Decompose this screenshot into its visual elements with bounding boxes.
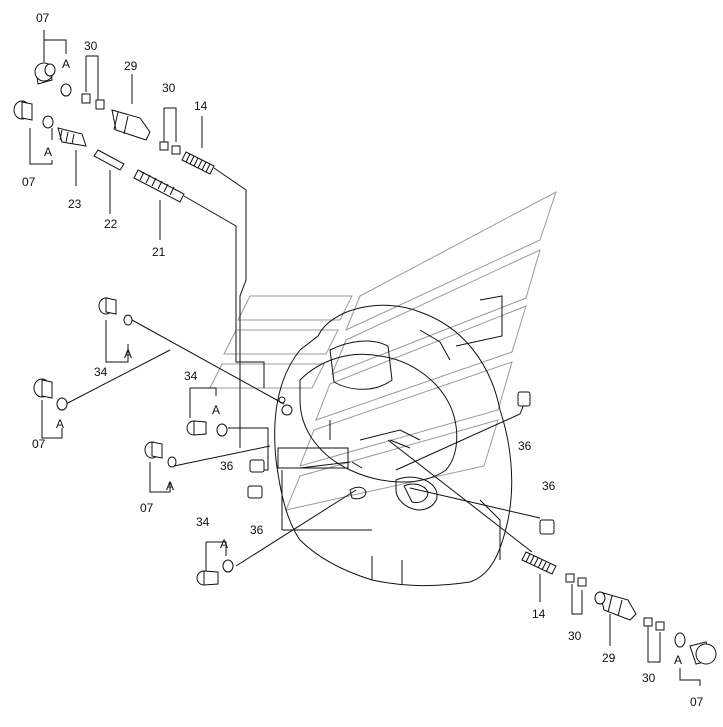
part-pin-22 (93, 149, 125, 171)
part-plug-07-mid (98, 297, 117, 315)
part-spring-14-bottom (521, 551, 557, 575)
callout-a-mid: A (124, 347, 132, 361)
callout-29-top: 29 (124, 59, 138, 73)
callout-a-34-mid: A (212, 403, 220, 417)
callout-22: 22 (104, 217, 118, 231)
leader-lines (61, 167, 541, 567)
part-plug-07-left-lower (33, 378, 53, 399)
callout-a-left-lower: A (56, 417, 64, 431)
part-spring-14-top (181, 151, 215, 175)
callout-36-lower: 36 (250, 523, 264, 537)
callout-a-34-bottom: A (220, 537, 228, 551)
callout-34-mid: 34 (184, 369, 198, 383)
part-spool-29-bottom (594, 591, 637, 621)
part-oring-a-lower (167, 456, 177, 468)
callout-30-top-right: 30 (162, 81, 176, 95)
callout-34-mid-left: 34 (94, 365, 108, 379)
part-plug-34-bottom (196, 570, 219, 586)
part-seal-36-b (247, 485, 263, 499)
part-seal-30-top-left (81, 93, 105, 110)
part-oring-a-34-mid (216, 423, 228, 437)
callout-07-left-lower: 07 (32, 437, 46, 451)
part-spool-23 (57, 127, 87, 147)
callout-a-bottom: A (674, 653, 682, 667)
callout-07-top: 07 (36, 11, 50, 25)
callout-07-left: 07 (22, 175, 36, 189)
callout-36-mid: 36 (220, 459, 234, 473)
part-plug-34-mid (186, 420, 207, 436)
callout-21: 21 (152, 245, 166, 259)
part-plug-07-left (13, 100, 33, 121)
callout-labels: 07 30 29 30 14 A A 07 23 22 21 A 34 A 07… (22, 11, 704, 709)
part-plug-07-top (34, 62, 56, 85)
part-oring-a-left-lower (56, 397, 68, 411)
part-spool-29-top (111, 109, 151, 141)
part-spring-21 (133, 169, 185, 203)
callout-14-top: 14 (194, 99, 208, 113)
part-plug-07-bottom (689, 641, 717, 665)
valve-housing (274, 304, 513, 587)
part-oring-a-34-bottom (222, 559, 234, 573)
callout-a-left: A (44, 145, 52, 159)
callout-30-bottom-left: 30 (568, 629, 582, 643)
part-seal-30-top-right (159, 141, 181, 155)
callout-36-right-top: 36 (518, 439, 532, 453)
part-seal-30-bottom-left (565, 573, 587, 587)
part-seal-36-a (249, 459, 265, 473)
part-plug-07-lower (144, 441, 163, 459)
watermark-logo (209, 190, 557, 511)
callout-34-bottom: 34 (196, 515, 210, 529)
callout-30-top-left: 30 (84, 39, 98, 53)
callout-23: 23 (68, 197, 82, 211)
part-oring-a-mid (123, 314, 133, 326)
part-oring-a-left (42, 115, 54, 129)
part-seal-36-right-top (517, 391, 531, 407)
callout-36-right-mid: 36 (542, 479, 556, 493)
callout-a-lower: A (166, 479, 174, 493)
callout-07-bottom: 07 (690, 695, 704, 709)
part-oring-a-top (60, 83, 72, 97)
part-seal-30-bottom-right (643, 617, 665, 631)
callout-a-top: A (62, 57, 70, 71)
callout-brackets (29, 30, 701, 686)
callout-07-lower: 07 (140, 501, 154, 515)
part-oring-a-bottom (674, 632, 686, 648)
callout-14-bottom: 14 (532, 607, 546, 621)
callout-29-bottom: 29 (602, 651, 616, 665)
callout-30-bottom-right: 30 (642, 671, 656, 685)
part-seal-36-right-mid (539, 519, 555, 535)
